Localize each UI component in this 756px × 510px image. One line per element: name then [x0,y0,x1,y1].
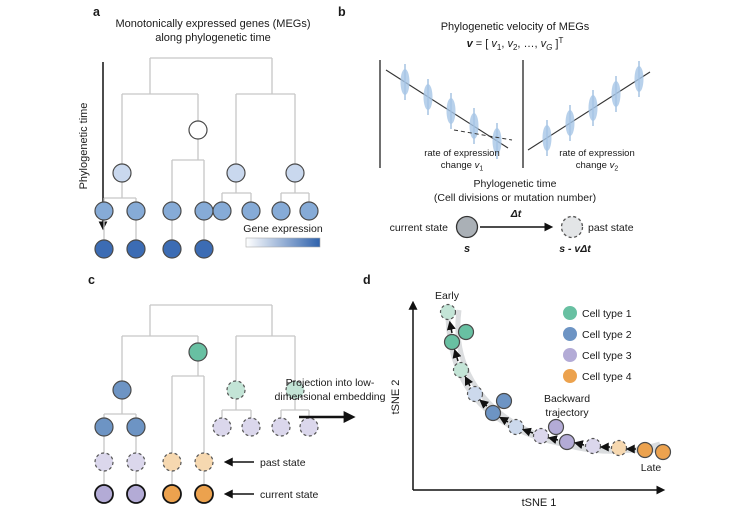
panel-b-x-axis-line2: (Cell divisions or mutation number) [434,192,596,204]
panel-b-x-axis-line1: Phylogenetic time [474,178,557,190]
panel-a-tree-branches [103,57,310,240]
late-label: Late [641,462,662,474]
legend-dot-cell-type-1 [563,306,577,320]
delta-t-label: Δt [510,208,522,220]
legend: Cell type 1 Cell type 2 Cell type 3 Cell… [563,306,632,383]
right-rate-caption-line1: rate of expression [559,148,635,159]
violin-points-left [400,64,502,159]
legend-label-cell-type-1: Cell type 1 [582,308,632,320]
legend-label-cell-type-3: Cell type 3 [582,350,632,362]
current-state-symbol: s [464,243,470,255]
velocity-plot-increasing: rate of expression change v2 [522,60,651,173]
left-rate-caption-line2: change v1 [441,160,484,173]
tsne2-axis-label: tSNE 2 [390,380,402,415]
panel-a-title-line2: along phylogenetic time [155,32,271,44]
state-transition-schematic: current state s Δt past state s - vΔt [390,208,634,255]
backward-trajectory-label-line2: trajectory [545,407,589,419]
panel-c-current-state-label: current state [260,489,319,501]
panel-c-tree-nodes [94,342,319,504]
panel-d: d tSNE 2 tSNE 1 [363,273,672,509]
panel-a-tree-nodes [94,120,319,259]
panel-d-label: d [363,273,371,287]
backward-trajectory-label-line1: Backward [544,393,590,405]
tsne-cells [439,303,672,461]
projection-annotation: Projection into low- dimensional embeddi… [275,377,386,423]
gene-expression-colorbar [245,237,321,248]
legend-dot-cell-type-2 [563,327,577,341]
velocity-plot-decreasing: rate of expression change v1 [379,60,513,173]
panel-c: c past state current state [88,273,319,504]
panel-c-label: c [88,273,95,287]
past-state-symbol: s - vΔt [559,243,591,255]
colorbar-label: Gene expression [243,223,323,235]
slope-dashed-line [453,129,513,141]
early-label: Early [435,290,460,302]
panel-b-title: Phylogenetic velocity of MEGs [441,21,590,33]
panel-b: b Phylogenetic velocity of MEGs v = [ v1… [338,5,651,255]
panel-b-label: b [338,5,346,19]
legend-dot-cell-type-3 [563,348,577,362]
left-rate-caption-line1: rate of expression [424,148,500,159]
panel-a: a Monotonically expressed genes (MEGs) a… [78,5,323,259]
panel-a-y-axis-label: Phylogenetic time [78,103,90,190]
legend-label-cell-type-2: Cell type 2 [582,329,632,341]
panel-c-past-state-label: past state [260,457,306,469]
projection-label-line1: Projection into low- [286,377,375,389]
past-state-label: past state [588,222,634,234]
panel-a-title-line1: Monotonically expressed genes (MEGs) [115,18,310,30]
past-state-circle [560,215,584,239]
legend-label-cell-type-4: Cell type 4 [582,371,632,383]
current-state-label: current state [390,222,449,234]
violin-points-right [542,61,644,156]
projection-label-line2: dimensional embedding [275,391,386,403]
backward-arrows [446,320,636,454]
current-state-circle [455,215,479,239]
right-rate-caption-line2: change v2 [576,160,619,173]
panel-a-label: a [93,5,101,19]
velocity-equation: v = [ v1, v2, …, vG ]T [467,36,564,52]
tsne1-axis-label: tSNE 1 [522,497,557,509]
legend-dot-cell-type-4 [563,369,577,383]
panel-c-tree-branches [103,304,310,485]
